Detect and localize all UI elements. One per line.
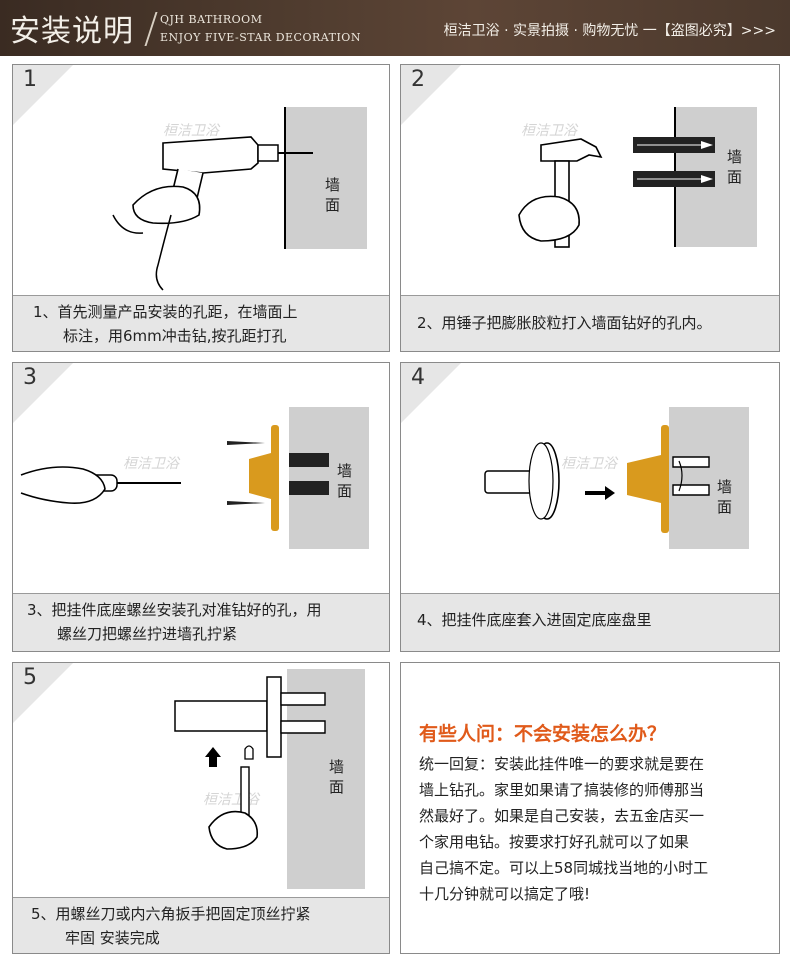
- wall-label: 墙面: [325, 176, 341, 214]
- wall-label: 墙面: [337, 462, 353, 500]
- header-slogan: 桓洁卫浴 · 实景拍摄 · 购物无忧 一【盗图必究】>>>: [443, 23, 776, 39]
- step-corner: [13, 363, 73, 423]
- step-number: 4: [411, 365, 425, 390]
- final-tighten-illustration: [174, 669, 365, 889]
- step-1-panel: 1 桓洁卫浴 墙面 1、首先测量产品安装的孔距，在墙面上 标注，用6mm冲击钻,…: [12, 64, 390, 352]
- step-number: 3: [23, 365, 37, 390]
- caption-line-1: 4、把挂件底座套入进固定底座盘里: [417, 611, 652, 629]
- faq-line: 然最好了。如果是自己安装，去五金店买一: [419, 807, 705, 825]
- step-number: 1: [23, 67, 37, 92]
- watermark: 桓洁卫浴: [521, 123, 577, 139]
- step-4-panel: 4 桓洁卫浴 墙面 4、把挂件底座套入进固定底座盘里: [400, 362, 780, 652]
- wall-label: 墙面: [717, 478, 733, 516]
- caption-line-1: 3、把挂件底座螺丝安装孔对准钻好的孔，用: [27, 601, 322, 619]
- step-number: 5: [23, 665, 37, 690]
- brand-name: QJH BATHROOM: [160, 13, 263, 26]
- caption-line-1: 5、用螺丝刀或内六角扳手把固定顶丝拧紧: [31, 905, 311, 923]
- caption-line-1: 1、首先测量产品安装的孔距，在墙面上: [33, 303, 298, 321]
- step-3-panel: 3 桓洁卫浴 墙面 3、把挂件底座螺丝安装孔对准钻好的孔，用 螺丝刀把螺丝拧进墙…: [12, 362, 390, 652]
- faq-title: 有些人问：不会安装怎么办？: [419, 723, 667, 745]
- faq-line: 个家用电钻。按要求打好孔就可以了如果: [419, 833, 690, 851]
- watermark: 桓洁卫浴: [123, 456, 179, 472]
- step-corner: [401, 65, 461, 125]
- step-corner: [13, 65, 73, 125]
- watermark: 桓洁卫浴: [561, 456, 617, 472]
- step-caption: 3、把挂件底座螺丝安装孔对准钻好的孔，用 螺丝刀把螺丝拧进墙孔拧紧: [13, 593, 389, 651]
- step-2-panel: 2 桓洁卫浴 墙面 2、用锤子把膨胀胶粒打入墙面钻好的孔内。: [400, 64, 780, 352]
- screwdriver-illustration: [20, 407, 369, 549]
- drill-illustration: [112, 107, 367, 291]
- step-corner: [401, 363, 461, 423]
- step-number: 2: [411, 67, 425, 92]
- wall-label: 墙面: [329, 758, 345, 796]
- step-caption: 1、首先测量产品安装的孔距，在墙面上 标注，用6mm冲击钻,按孔距打孔: [13, 295, 389, 351]
- wall-label: 墙面: [727, 148, 743, 186]
- brand-tagline: ENJOY FIVE-STAR DECORATION: [160, 31, 361, 44]
- faq-line: 墙上钻孔。家里如果请了搞装修的师傅那当: [419, 781, 705, 799]
- faq-line: 统一回复：安装此挂件唯一的要求就是要在: [419, 755, 705, 773]
- header-banner: 安装说明 QJH BATHROOM ENJOY FIVE-STAR DECORA…: [0, 0, 790, 56]
- faq-panel: 有些人问：不会安装怎么办？ 统一回复：安装此挂件唯一的要求就是要在 墙上钻孔。家…: [400, 662, 780, 954]
- base-mount-illustration: [484, 407, 749, 549]
- caption-line-2: 牢固 安装完成: [65, 929, 160, 947]
- watermark: 桓洁卫浴: [163, 123, 219, 139]
- step-caption: 4、把挂件底座套入进固定底座盘里: [401, 593, 779, 651]
- faq-line: 自己搞不定。可以上58同城找当地的小时工: [419, 859, 709, 877]
- step-caption: 2、用锤子把膨胀胶粒打入墙面钻好的孔内。: [401, 295, 779, 351]
- caption-line-2: 标注，用6mm冲击钻,按孔距打孔: [63, 327, 287, 345]
- page-title: 安装说明: [10, 14, 134, 49]
- caption-line-2: 螺丝刀把螺丝拧进墙孔拧紧: [57, 625, 238, 643]
- caption-line-1: 2、用锤子把膨胀胶粒打入墙面钻好的孔内。: [417, 314, 712, 332]
- header-divider: [144, 12, 158, 46]
- step-corner: [13, 663, 73, 723]
- faq-line: 十几分钟就可以搞定了哦!: [419, 885, 591, 903]
- hammer-illustration: [518, 107, 757, 248]
- faq-answer: 统一回复：安装此挂件唯一的要求就是要在 墙上钻孔。家里如果请了搞装修的师傅那当 …: [419, 751, 767, 907]
- step-5-panel: 5 桓洁卫浴 墙面 5、用螺丝刀或内六角扳手把固定顶丝拧紧 牢固 安装完成: [12, 662, 390, 954]
- step-caption: 5、用螺丝刀或内六角扳手把固定顶丝拧紧 牢固 安装完成: [13, 897, 389, 953]
